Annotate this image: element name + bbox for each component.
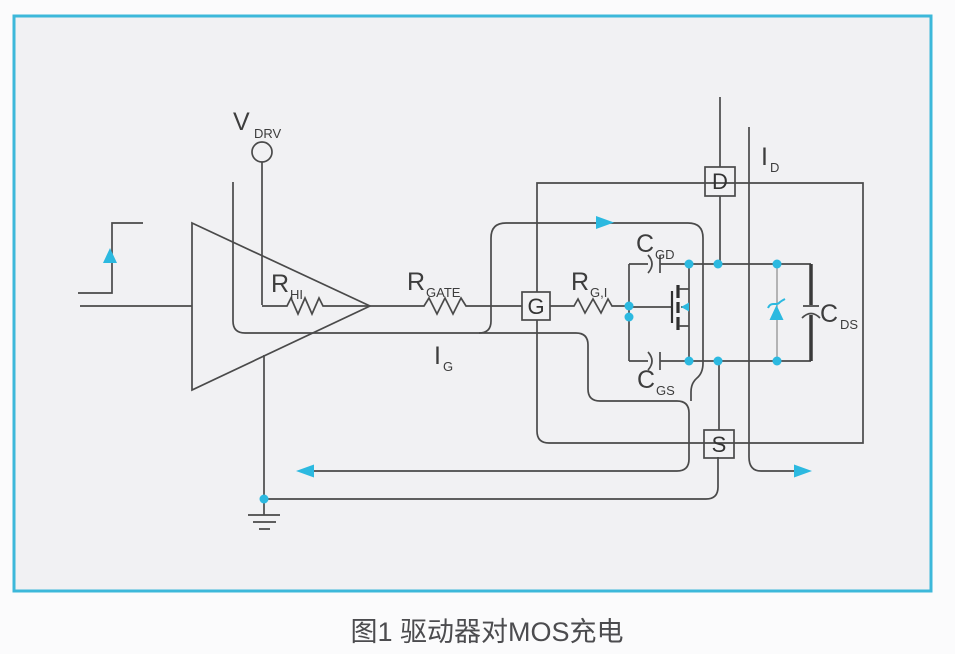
diode-bottom-dot [772, 356, 782, 366]
diode-top-dot [772, 259, 782, 269]
return-current-arrow-icon [296, 464, 314, 478]
vdrv-label-sub: DRV [254, 126, 282, 141]
forward-current-arrow-icon [596, 216, 614, 229]
drain-pin-letter: D [712, 169, 728, 194]
diagram-frame [12, 14, 933, 593]
source-wire-dot [713, 356, 723, 366]
gate-pin-letter: G [527, 294, 544, 319]
ground-node-dot [259, 494, 269, 504]
gate-pin-box [521, 291, 551, 321]
source-pin-letter: S [712, 432, 727, 457]
r-gi-label: R [571, 268, 589, 296]
source-pin-box [703, 429, 735, 459]
r-gate-resistor [370, 296, 522, 316]
source-bar-bottom-dot [684, 356, 694, 366]
c-gd-label: C [636, 230, 654, 258]
body-diode-icon [769, 305, 784, 320]
gate-node-dot2 [624, 312, 634, 322]
gate-current-forward-path [478, 222, 704, 401]
ig-label: I [434, 342, 441, 370]
drain-wire-dot [713, 259, 723, 269]
gate-loop-rect [536, 182, 864, 444]
component-labels: V DRV R HI R GATE I G R G,I C GD C GS C … [233, 108, 858, 457]
vdrv-label: V [233, 108, 250, 136]
gate-node-dot [624, 301, 634, 311]
drain-pin-box [704, 166, 736, 197]
ground-symbol [248, 514, 280, 530]
mosfet-ds-bar [679, 264, 690, 361]
r-gi-resistor [550, 297, 629, 315]
c-ds-capacitor [801, 305, 821, 319]
r-gate-label: R [407, 268, 425, 296]
r-gate-label-sub: GATE [426, 285, 461, 300]
drain-bar-top-dot [684, 259, 694, 269]
c-ds-label-sub: DS [840, 317, 858, 332]
c-gd-label-sub: GD [655, 247, 675, 262]
c-ds-label: C [820, 300, 838, 328]
figure-caption: 图1 驱动器对MOS充电 [350, 617, 623, 647]
step-up-arrow-icon [103, 248, 117, 263]
body-diode-cathode [767, 298, 786, 309]
driver-triangle [191, 221, 373, 392]
drain-current-path [748, 127, 794, 472]
drain-current-arrow-icon [794, 464, 812, 478]
gate-current-return-path [232, 182, 690, 472]
r-gi-label-sub: G,I [590, 285, 607, 300]
junction-dots [259, 259, 782, 504]
id-label-sub: D [770, 160, 779, 175]
ig-label-sub: G [443, 359, 453, 374]
c-gd-capacitor [647, 254, 661, 274]
id-label: I [761, 143, 768, 171]
source-return-wire [264, 457, 719, 500]
c-gs-label: C [637, 366, 655, 394]
r-hi-label-sub: HI [290, 287, 303, 302]
r-hi-resistor [262, 295, 370, 317]
mosfet-body-arrow-icon [681, 302, 689, 312]
c-gs-label-sub: GS [656, 383, 675, 398]
r-hi-label: R [271, 270, 289, 298]
c-gs-capacitor [647, 351, 661, 371]
